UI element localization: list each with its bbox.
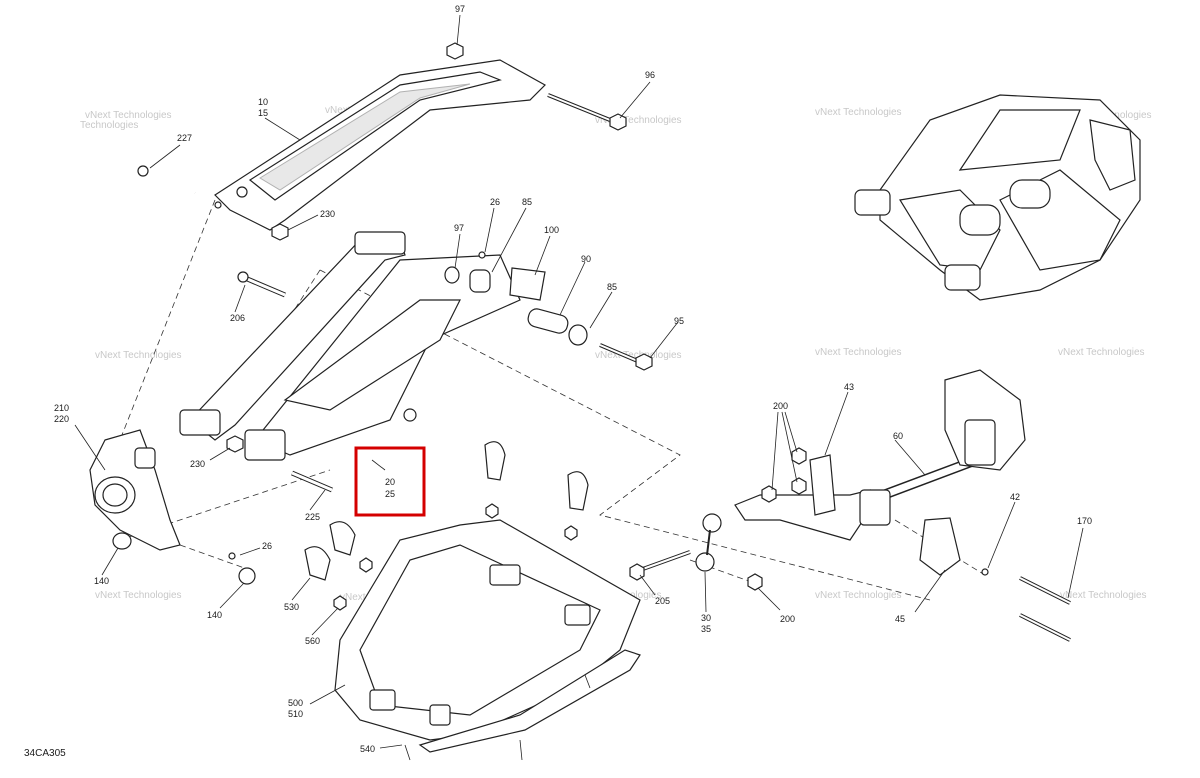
callout-100: 100 xyxy=(544,225,559,235)
callout-43: 43 xyxy=(844,382,854,392)
callout-500: 500 xyxy=(288,698,303,708)
callout-45: 45 xyxy=(895,614,905,624)
callout-96: 96 xyxy=(645,70,655,80)
callout-20: 20 xyxy=(385,477,395,487)
highlight-box-20-25[interactable] xyxy=(354,446,426,517)
callout-85: 85 xyxy=(522,197,532,207)
callout-227: 227 xyxy=(177,133,192,143)
callout-90: 90 xyxy=(581,254,591,264)
lower-a-arm xyxy=(179,231,521,493)
callout-97: 97 xyxy=(455,4,465,14)
watermark-caption: vNext Technologies xyxy=(595,115,682,126)
callout-200: 200 xyxy=(773,401,788,411)
callout-540: 540 xyxy=(360,744,375,754)
watermark-caption: vNext Technologies xyxy=(95,350,182,361)
callout-140: 140 xyxy=(207,610,222,620)
callout-60: 60 xyxy=(893,431,903,441)
callout-30: 30 xyxy=(701,613,711,623)
skid-plate xyxy=(334,519,641,761)
callout-225: 225 xyxy=(305,512,320,522)
bushing-set xyxy=(444,251,653,371)
callout-210: 210 xyxy=(54,403,69,413)
callout-15: 15 xyxy=(258,108,268,118)
clamps xyxy=(304,441,589,611)
leader-lines xyxy=(74,14,1084,749)
callouts: 97 96 10 15 227 230 26 85 97 100 90 85 9… xyxy=(54,4,1092,754)
callout-26: 26 xyxy=(262,541,272,551)
watermark-caption: vNext Technologies xyxy=(815,590,902,601)
callout-85: 85 xyxy=(607,282,617,292)
watermark-caption: vNext Technologies xyxy=(815,347,902,358)
diagram-code: 34CA305 xyxy=(24,748,66,759)
watermark-caption: vNext Technologies xyxy=(815,107,902,118)
callout-170: 170 xyxy=(1077,516,1092,526)
callout-230: 230 xyxy=(190,459,205,469)
watermark-caption: vNext Technologies xyxy=(85,110,172,121)
callout-206: 206 xyxy=(230,313,245,323)
callout-97: 97 xyxy=(454,223,464,233)
callout-95: 95 xyxy=(674,316,684,326)
callout-220: 220 xyxy=(54,414,69,424)
callout-560: 560 xyxy=(305,636,320,646)
watermark-caption: vNext Technologies xyxy=(595,350,682,361)
callout-530: 530 xyxy=(284,602,299,612)
callout-200: 200 xyxy=(780,614,795,624)
upper-trailing-arm xyxy=(137,42,627,241)
watermark-caption: vNext Technologies xyxy=(1058,347,1145,358)
watermark-caption: vNext Technologies xyxy=(95,590,182,601)
nut-230-top xyxy=(271,223,289,241)
sway-bar-assembly xyxy=(629,369,1071,642)
callout-510: 510 xyxy=(288,709,303,719)
callout-230: 230 xyxy=(320,209,335,219)
assembly-reference-view xyxy=(854,94,1141,301)
watermark-line2: Technologies xyxy=(80,120,138,131)
knuckle xyxy=(89,429,256,585)
callout-10: 10 xyxy=(258,97,268,107)
callout-26: 26 xyxy=(490,197,500,207)
nut-97-top xyxy=(446,42,464,60)
callout-25: 25 xyxy=(385,489,395,499)
nut-96 xyxy=(609,113,627,131)
watermark-caption: vNext Technologies xyxy=(1060,590,1147,601)
callout-140: 140 xyxy=(94,576,109,586)
callout-205: 205 xyxy=(655,596,670,606)
callout-42: 42 xyxy=(1010,492,1020,502)
callout-35: 35 xyxy=(701,624,711,634)
